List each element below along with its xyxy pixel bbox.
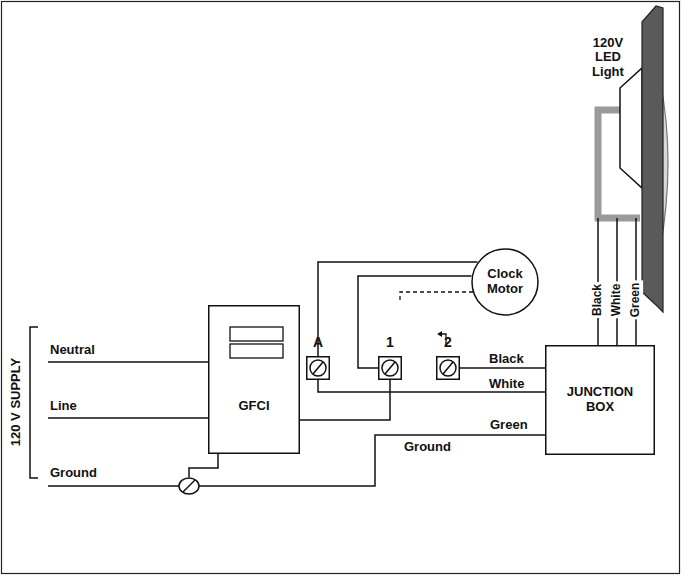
wire-color-label: White [610,282,624,319]
terminal-label: 2 [430,334,466,350]
wire-name: Neutral [50,343,95,358]
screw-terminal-outline [378,356,402,380]
wire-name: Ground [50,466,97,481]
screw-terminal: A [306,356,330,380]
clock-motor-label: Clock Motor [478,267,532,297]
screw-terminal: 2 [436,356,460,380]
junction-box-label: JUNCTION BOX [558,385,642,415]
wire [460,367,545,369]
wire-color-label: Green [490,418,528,433]
wire-color-label: Black [591,282,605,318]
neutral-wire [48,361,208,363]
wire-name: Ground [404,440,451,455]
wire [358,276,472,368]
gfci-device: GFCI [208,305,300,454]
wire-name: Line [50,399,77,414]
wire-color-label: Black [489,352,524,367]
terminal-label: A [300,334,336,350]
supply-label: 120 V SUPPLY [9,358,24,446]
wire-color-label: White [489,377,524,392]
supply-bracket [30,327,38,478]
gfci-ground-wire [189,454,218,477]
ground-wire [48,485,179,487]
switch-arm-link [400,292,475,300]
terminal-label: 1 [372,334,408,350]
screw-terminal: 1 [378,356,402,380]
screw-terminal-outline [306,356,330,380]
junction-box: JUNCTION BOX [545,345,655,455]
gfci-device-label: GFCI [208,399,300,414]
wire-color-label: Green [629,281,643,320]
gfci-device-outline [208,305,300,454]
screw-terminal-outline [436,356,460,380]
led-light-label: 120V LED Light [584,36,632,79]
ground-terminal [179,478,199,494]
led-light: 120V LED Light [582,6,672,226]
wire [300,380,390,420]
clock-motor: Clock Motor [471,248,539,316]
line-wire [48,417,208,419]
